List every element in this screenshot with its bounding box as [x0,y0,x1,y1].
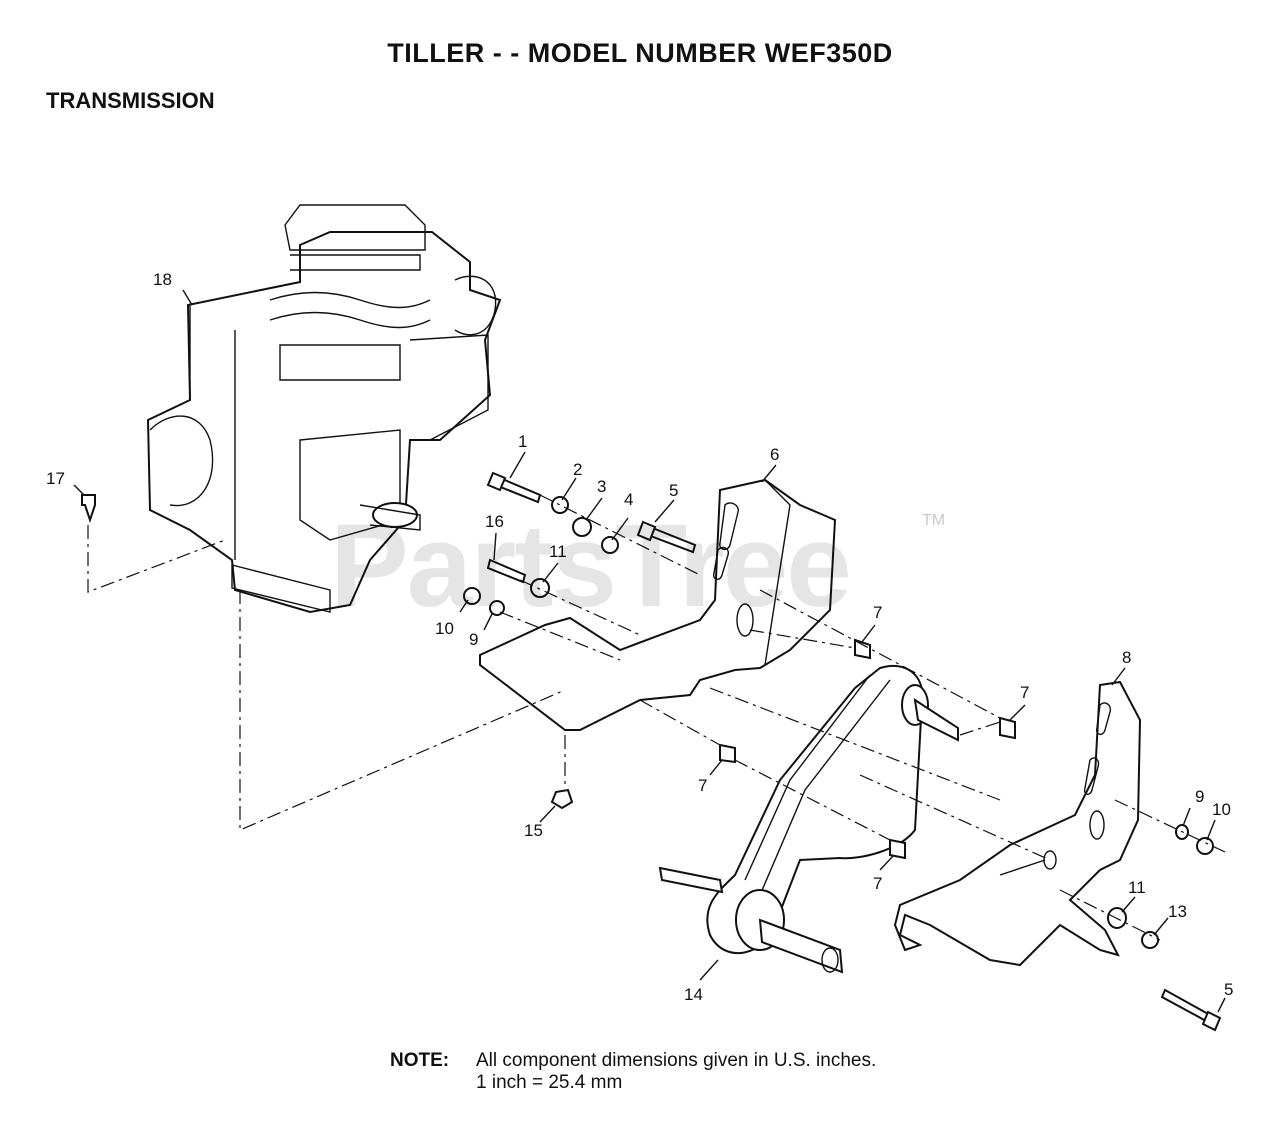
note-line1: All component dimensions given in U.S. i… [476,1050,877,1071]
callout-10: 10 [435,619,454,638]
callout-5: 5 [669,481,678,500]
callout-9: 9 [469,630,478,649]
callout-11: 11 [549,542,567,561]
callout-4: 4 [624,490,633,509]
callout-17: 17 [46,469,65,488]
callout-1: 1 [518,432,527,451]
callout-7a: 7 [873,603,882,622]
callout-6: 6 [770,445,779,464]
side-bracket [893,680,1142,967]
callout-5b: 5 [1224,980,1233,999]
assembly-lines [87,494,1226,941]
trademark-symbol: TM [922,512,946,529]
watermark: PartsTree [330,500,852,632]
note: NOTE: All component dimensions given in U… [390,1050,877,1093]
callout-16: 16 [485,512,504,531]
callout-18: 18 [153,270,172,289]
page-title: TILLER - - MODEL NUMBER WEF350D [387,38,893,68]
callout-8: 8 [1122,648,1131,667]
callout-7d: 7 [873,874,882,893]
callout-2: 2 [573,460,582,479]
callout-7c: 7 [698,776,707,795]
engine [146,204,502,614]
callout-3: 3 [597,477,606,496]
note-label: NOTE: [390,1050,450,1071]
callout-13: 13 [1168,902,1187,921]
callout-10b: 10 [1212,800,1231,819]
callout-11b: 11 [1128,878,1146,897]
section-title: TRANSMISSION [46,88,215,113]
hardware [81,471,1222,1032]
callout-9b: 9 [1195,787,1204,806]
callout-labels: 1 2 3 4 5 6 16 11 10 9 7 7 7 7 8 9 10 11… [46,270,1233,1004]
callout-15: 15 [524,821,543,840]
callout-7b: 7 [1020,683,1029,702]
mounting-bracket [479,478,837,731]
callout-14: 14 [684,985,703,1004]
note-line2: 1 inch = 25.4 mm [476,1072,623,1093]
chain-case [658,664,959,974]
leader-lines [73,289,1226,1013]
